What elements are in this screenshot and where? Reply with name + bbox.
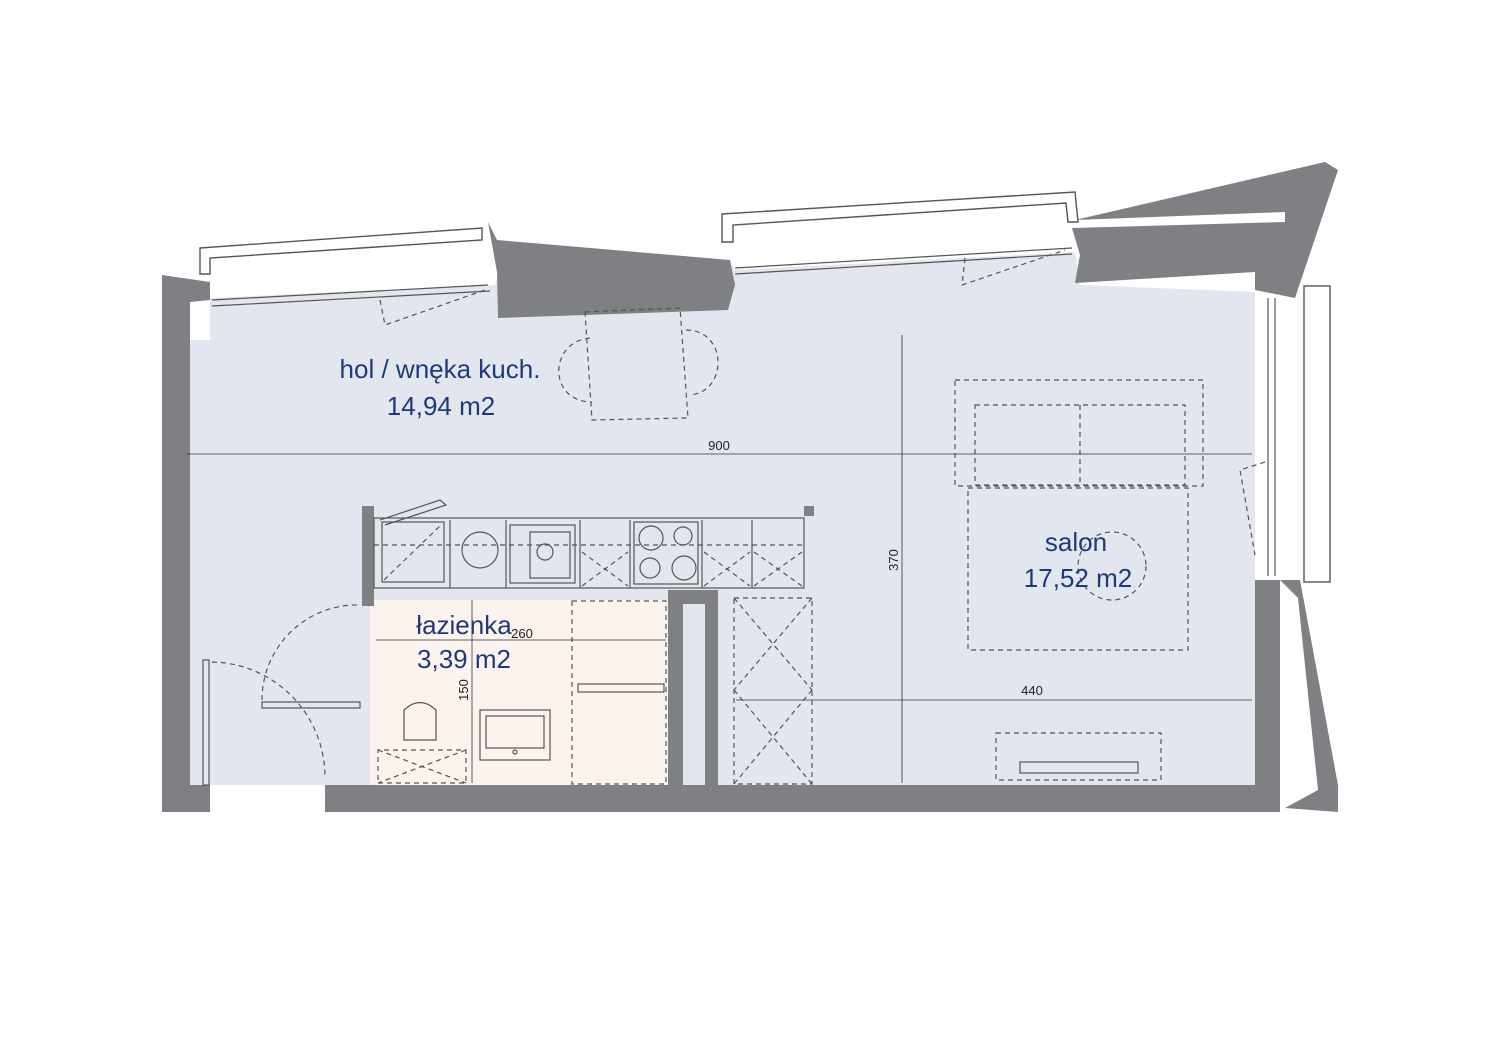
tv-cabinet: [995, 732, 1162, 781]
dimension-lines: [187, 335, 1252, 783]
bathroom-depth-label: 150: [456, 679, 471, 701]
living-width-label: 440: [1021, 683, 1043, 698]
sofa: [954, 379, 1204, 651]
depth-label: 370: [886, 549, 901, 571]
living-room-area: 17,52 m2: [1024, 563, 1132, 593]
entrance-door: [202, 604, 361, 786]
hall-label: hol / wnęka kuch.: [340, 354, 541, 384]
wardrobe: [733, 597, 813, 785]
kitchen-counter: [373, 499, 805, 589]
bathroom-area: 3,39 m2: [417, 644, 511, 674]
bathroom-label: łazienka: [416, 610, 512, 640]
windows: [199, 191, 1331, 583]
walls: [162, 162, 1338, 812]
total-width-label: 900: [708, 438, 730, 453]
living-room-label: salon: [1045, 527, 1107, 557]
bathroom-fixtures: [377, 600, 667, 785]
hall-area: 14,94 m2: [387, 391, 495, 421]
dining-table: [558, 307, 719, 421]
bathroom-width-label: 260: [511, 626, 533, 641]
